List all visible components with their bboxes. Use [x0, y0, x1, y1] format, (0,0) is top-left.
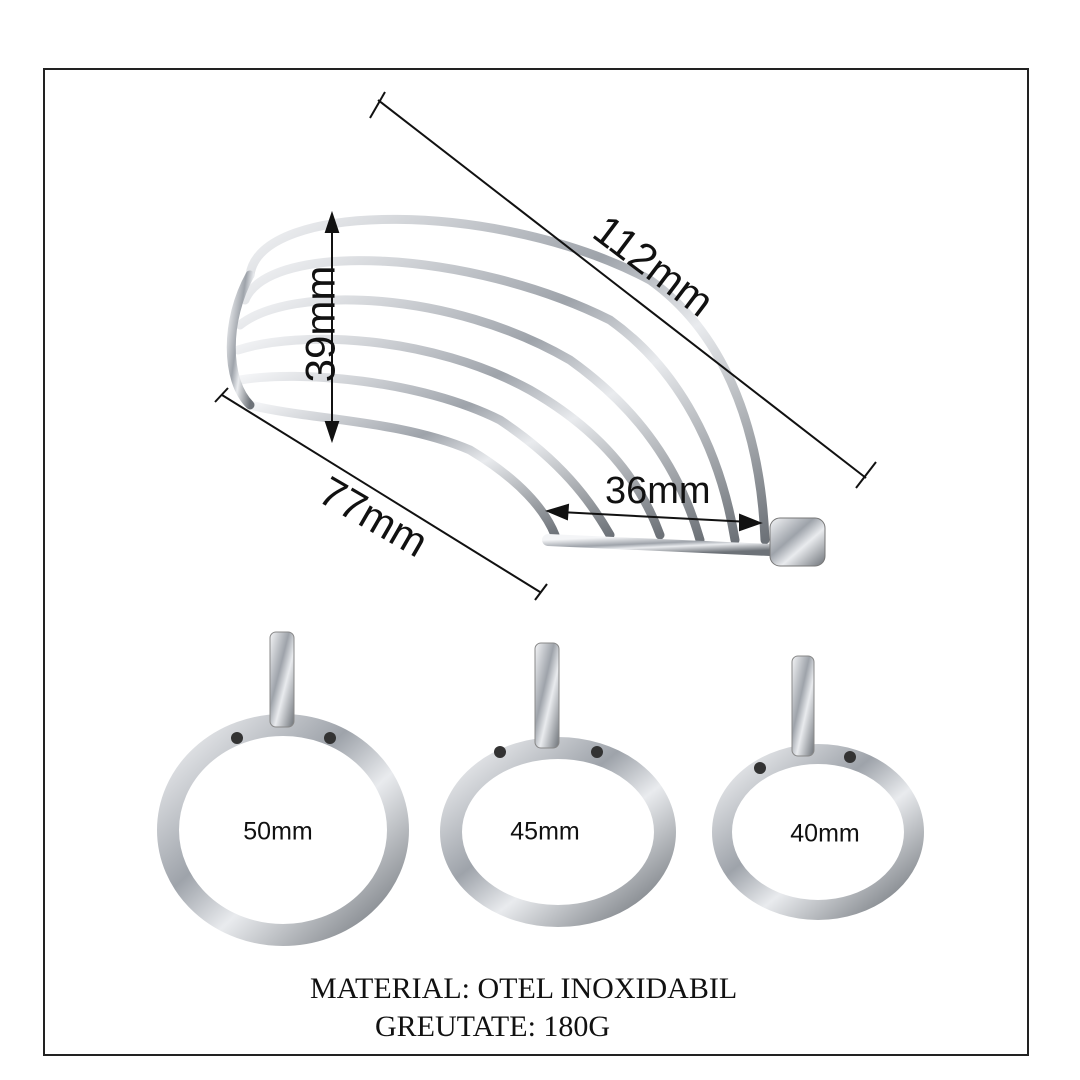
ring-label-45: 45mm: [510, 817, 580, 846]
weight-caption: GREUTATE: 180G: [375, 1010, 611, 1043]
image-frame: [43, 68, 1029, 1056]
ring-label-50: 50mm: [243, 817, 313, 846]
dimension-lines: [214, 91, 877, 601]
height-dimension-label: 39mm: [296, 265, 344, 383]
opening-dimension-label: 36mm: [605, 470, 711, 512]
material-caption: MATERIAL: OTEL INOXIDABIL: [310, 972, 738, 1005]
cage: [226, 214, 776, 615]
ring-label-40: 40mm: [790, 819, 860, 848]
lock-barrel: [769, 517, 826, 567]
